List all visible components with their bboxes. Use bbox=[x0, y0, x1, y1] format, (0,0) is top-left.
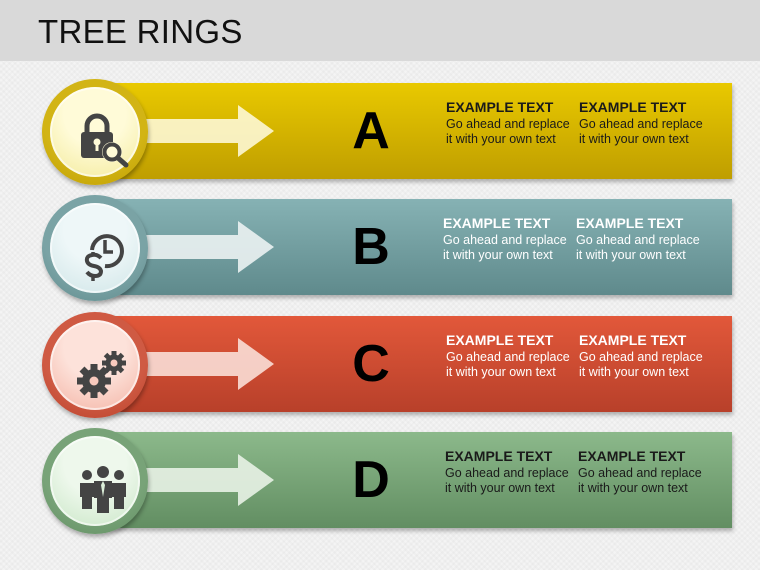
row-d: D EXAMPLE TEXT Go ahead and replace it w… bbox=[0, 428, 760, 542]
icon-ring-d bbox=[42, 428, 148, 534]
lock-search-icon bbox=[81, 113, 129, 168]
text-block-2: EXAMPLE TEXT Go ahead and replace it wit… bbox=[579, 99, 707, 147]
text-heading: EXAMPLE TEXT bbox=[446, 332, 554, 348]
text-heading: EXAMPLE TEXT bbox=[576, 215, 684, 231]
text-heading: EXAMPLE TEXT bbox=[445, 448, 553, 464]
gears-icon bbox=[77, 351, 126, 398]
text-body: Go ahead and replace it with your own te… bbox=[579, 117, 703, 146]
row-b: B EXAMPLE TEXT Go ahead and replace it w… bbox=[0, 195, 760, 309]
arrow-right-icon bbox=[146, 338, 274, 390]
arrow-right-icon bbox=[146, 105, 274, 157]
text-body: Go ahead and replace it with your own te… bbox=[579, 350, 703, 379]
text-body: Go ahead and replace it with your own te… bbox=[443, 233, 567, 262]
icon-ring-c bbox=[42, 312, 148, 418]
text-body: Go ahead and replace it with your own te… bbox=[576, 233, 700, 262]
text-heading: EXAMPLE TEXT bbox=[578, 448, 686, 464]
row-c: C EXAMPLE TEXT Go ahead and replace it w… bbox=[0, 312, 760, 426]
text-heading: EXAMPLE TEXT bbox=[443, 215, 551, 231]
row-letter: A bbox=[352, 102, 390, 160]
text-body: Go ahead and replace it with your own te… bbox=[446, 117, 570, 146]
text-heading: EXAMPLE TEXT bbox=[446, 99, 554, 115]
team-people-icon bbox=[80, 466, 126, 513]
text-block-1: EXAMPLE TEXT Go ahead and replace it wit… bbox=[445, 448, 573, 496]
row-letter: C bbox=[352, 335, 390, 393]
header-bar: TREE RINGS bbox=[0, 0, 760, 61]
icon-ring-b bbox=[42, 195, 148, 301]
text-block-1: EXAMPLE TEXT Go ahead and replace it wit… bbox=[446, 332, 574, 380]
text-body: Go ahead and replace it with your own te… bbox=[578, 466, 702, 495]
arrow-right-icon bbox=[146, 454, 274, 506]
text-body: Go ahead and replace it with your own te… bbox=[446, 350, 570, 379]
row-letter: D bbox=[352, 451, 390, 509]
icon-ring-a bbox=[42, 79, 148, 185]
text-body: Go ahead and replace it with your own te… bbox=[445, 466, 569, 495]
dollar-clock-icon bbox=[84, 234, 124, 281]
page-title: TREE RINGS bbox=[38, 13, 243, 50]
text-block-1: EXAMPLE TEXT Go ahead and replace it wit… bbox=[443, 215, 571, 263]
row-a: A EXAMPLE TEXT Go ahead and replace it w… bbox=[0, 79, 760, 193]
text-block-2: EXAMPLE TEXT Go ahead and replace it wit… bbox=[579, 332, 707, 380]
row-letter: B bbox=[352, 218, 390, 276]
arrow-right-icon bbox=[146, 221, 274, 273]
text-heading: EXAMPLE TEXT bbox=[579, 332, 687, 348]
text-block-2: EXAMPLE TEXT Go ahead and replace it wit… bbox=[578, 448, 706, 496]
text-heading: EXAMPLE TEXT bbox=[579, 99, 687, 115]
text-block-1: EXAMPLE TEXT Go ahead and replace it wit… bbox=[446, 99, 574, 147]
text-block-2: EXAMPLE TEXT Go ahead and replace it wit… bbox=[576, 215, 704, 263]
